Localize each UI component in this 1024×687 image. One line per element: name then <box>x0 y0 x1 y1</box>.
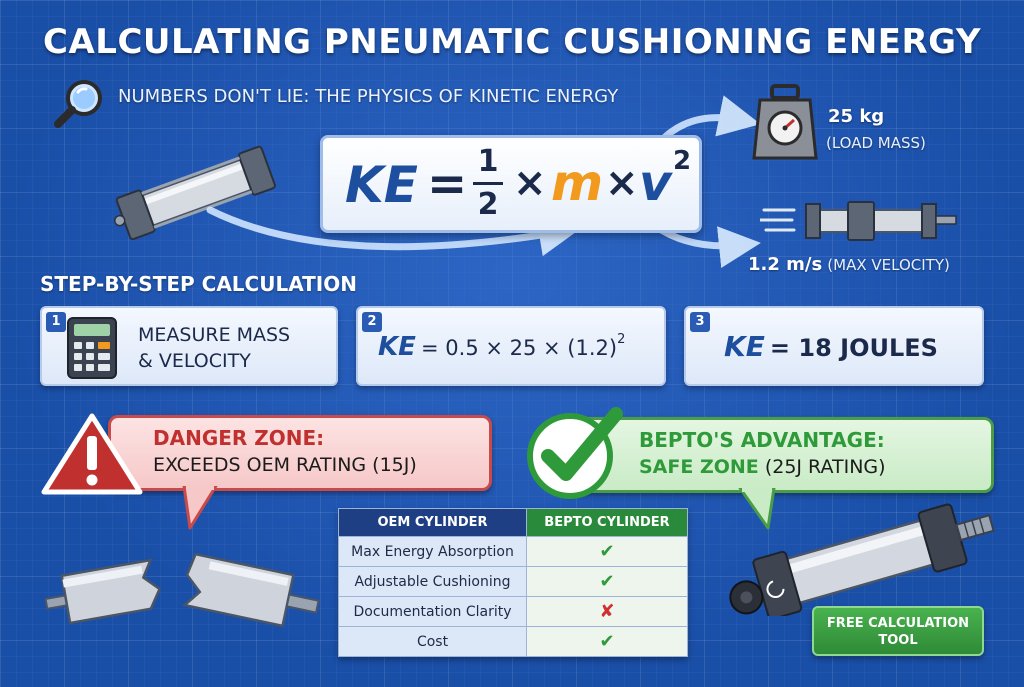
step-3-ke: KE <box>724 330 765 363</box>
check-icon: ✔ <box>526 626 688 657</box>
table-row: Adjustable Cushioning ✔ <box>338 566 688 597</box>
steps-heading: STEP-BY-STEP CALCULATION <box>40 272 357 296</box>
checkmark-badge-icon <box>527 407 623 499</box>
formula-denominator: 2 <box>477 187 499 222</box>
step-3-expr: = 18 JOULES <box>769 334 938 362</box>
formula-equals: = <box>427 156 468 212</box>
mass-value: 25 kg <box>828 106 885 127</box>
step-number: 3 <box>690 312 710 332</box>
free-calculation-tool-button[interactable]: FREE CALCULATION TOOL <box>812 606 984 656</box>
formula-times-2: × <box>605 160 639 206</box>
row-label: Documentation Clarity <box>338 596 527 627</box>
broken-cylinder-illustration <box>44 552 320 628</box>
step-1-text: MEASURE MASS & VELOCITY <box>138 322 290 374</box>
step-2-expression: KE = 0.5 × 25 × (1.2)2 <box>378 332 625 362</box>
free-tool-line-2: TOOL <box>878 633 918 648</box>
warning-icon <box>41 413 143 495</box>
advantage-safe-zone: SAFE ZONE <box>639 456 759 478</box>
step-2-ke: KE <box>378 332 416 362</box>
magnifier-icon <box>54 80 102 128</box>
formula-numerator: 1 <box>477 144 499 179</box>
subtitle: NUMBERS DON'T LIE: THE PHYSICS OF KINETI… <box>118 86 619 107</box>
table-row: Max Energy Absorption ✔ <box>338 536 688 567</box>
table-row: Documentation Clarity ✘ <box>338 596 688 627</box>
row-label: Cost <box>338 626 527 657</box>
formula-mass-symbol: m <box>551 154 604 212</box>
formula-ke: KE <box>345 156 418 214</box>
formula-exponent: 2 <box>673 146 692 176</box>
row-label: Max Energy Absorption <box>338 536 527 567</box>
table-row: Cost ✔ <box>338 626 688 657</box>
step-1-line-2: & VELOCITY <box>138 350 251 372</box>
comparison-table: OEM CYLINDER BEPTO CYLINDER Max Energy A… <box>338 508 688 657</box>
velocity-value: 1.2 m/s <box>748 254 823 275</box>
velocity-readout: 1.2 m/s (MAX VELOCITY) <box>748 254 950 275</box>
step-2-exponent: 2 <box>617 332 626 347</box>
header-oem-cylinder: OEM CYLINDER <box>338 508 527 537</box>
fraction-bar <box>473 182 503 185</box>
calculator-icon <box>67 317 117 379</box>
bubble-tail-green <box>738 488 776 530</box>
step-2-card: 2 KE = 0.5 × 25 × (1.2)2 <box>356 306 666 386</box>
row-label: Adjustable Cushioning <box>338 566 527 597</box>
step-1-line-1: MEASURE MASS <box>138 324 291 346</box>
step-number: 1 <box>46 312 66 332</box>
step-3-result: KE = 18 JOULES <box>724 330 938 363</box>
step-1-card: 1 MEASURE MASS & VELOCITY <box>40 306 338 386</box>
advantage-text: SAFE ZONE (25J RATING) <box>639 456 886 478</box>
page-title: CALCULATING PNEUMATIC CUSHIONING ENERGY <box>43 22 981 62</box>
header-bepto-cylinder: BEPTO CYLINDER <box>526 508 688 537</box>
formula-velocity-symbol: v <box>639 154 672 212</box>
advantage-heading: BEPTO'S ADVANTAGE: <box>639 428 885 452</box>
danger-zone-callout: DANGER ZONE: EXCEEDS OEM RATING (15J) <box>108 415 492 491</box>
mass-label: (LOAD MASS) <box>826 134 926 152</box>
formula-times-1: × <box>513 160 547 206</box>
velocity-label: (MAX VELOCITY) <box>827 256 950 274</box>
step-number: 2 <box>362 312 382 332</box>
kinetic-energy-formula: KE = 1 2 × m × v 2 <box>320 135 702 233</box>
danger-text: EXCEEDS OEM RATING (15J) <box>153 454 417 476</box>
free-tool-line-1: FREE CALCULATION <box>826 616 970 631</box>
step-3-card: 3 KE = 18 JOULES <box>684 306 984 386</box>
danger-heading: DANGER ZONE: <box>153 426 325 450</box>
check-icon: ✔ <box>526 536 688 567</box>
advantage-callout: BEPTO'S ADVANTAGE: SAFE ZONE (25J RATING… <box>560 417 994 493</box>
check-icon: ✔ <box>526 566 688 597</box>
bubble-tail-red <box>182 486 218 530</box>
moving-cylinder-icon <box>760 201 957 241</box>
scale-icon <box>752 84 818 160</box>
bepto-cylinder-illustration <box>729 503 995 616</box>
arrow-cylinder-to-formula <box>206 206 581 257</box>
advantage-rating: (25J RATING) <box>758 456 886 478</box>
step-2-expr: = 0.5 × 25 × (1.2) <box>421 336 618 360</box>
cross-icon: ✘ <box>526 596 688 627</box>
pneumatic-cylinder-illustration <box>113 145 276 240</box>
